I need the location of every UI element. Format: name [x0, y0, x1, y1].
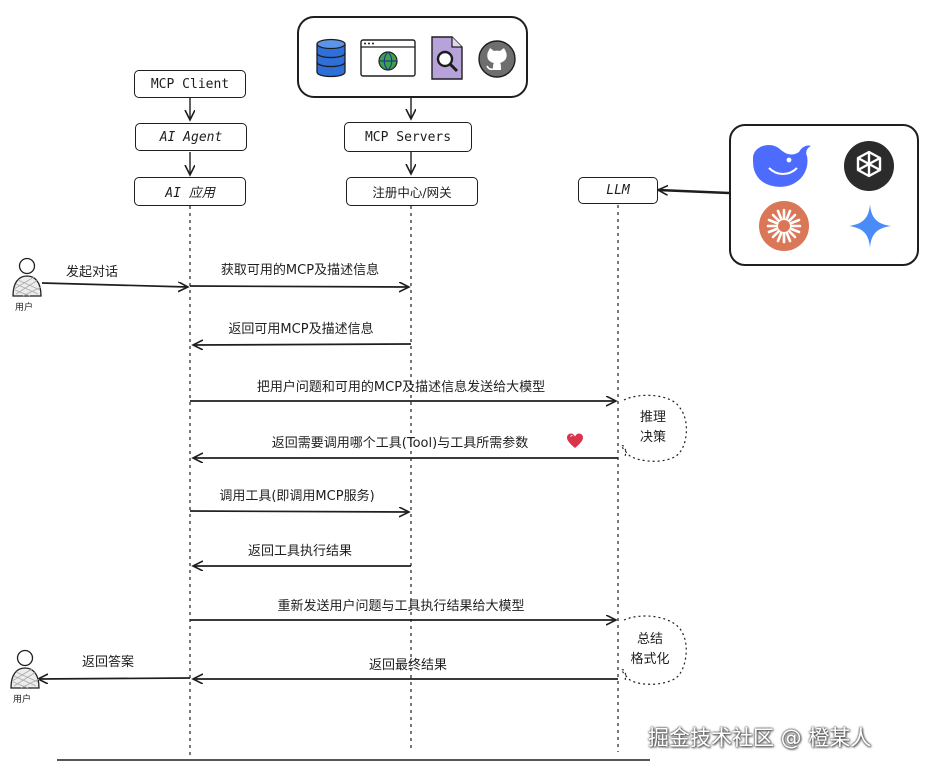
user-bottom-label: 用户: [12, 695, 31, 705]
user-top-icon: [12, 257, 42, 297]
reasoning-cloud: [621, 394, 687, 462]
registry-label: 注册中心/网关: [372, 185, 452, 200]
llm-providers-panel: [729, 124, 919, 266]
summary-cloud-text: 总结 格式化: [626, 630, 674, 670]
send-llm-label: 把用户问题和可用的MCP及描述信息发送给大模型: [256, 380, 546, 395]
heart-emoji-icon: [567, 433, 583, 448]
user-top-label: 用户: [14, 303, 33, 313]
summary-line-2: 格式化: [630, 652, 670, 667]
database-icon: [316, 38, 346, 78]
answer-arrow: [38, 678, 191, 679]
gemini-icon: [849, 204, 891, 248]
reasoning-line-1: 推理: [639, 410, 666, 425]
return-mcp-arrow: [193, 344, 412, 345]
file-search-icon: [431, 36, 463, 80]
openai-icon: [844, 141, 894, 191]
call-tool-label: 调用工具(即调用MCP服务): [219, 489, 375, 504]
registry-box: 注册中心/网关: [346, 177, 478, 206]
github-icon: [478, 40, 516, 78]
start-chat-label: 发起对话: [66, 265, 119, 280]
deepseek-whale-icon: [753, 144, 811, 187]
get-mcp-label: 获取可用的MCP及描述信息: [220, 263, 380, 278]
start-chat-arrow: [41, 283, 188, 287]
get-mcp-arrow: [189, 286, 409, 287]
summary-line-1: 总结: [636, 632, 663, 647]
watermark: 掘金技术社区 @ 橙某人: [648, 726, 872, 750]
reasoning-line-2: 决策: [639, 430, 666, 445]
ai-agent-label: AI Agent: [159, 129, 223, 145]
tools-panel: [297, 16, 528, 98]
ai-app-label: AI 应用: [165, 186, 215, 201]
ai-app-box: AI 应用: [134, 177, 246, 206]
models-to-llm-arrow: [658, 190, 730, 193]
return-tool-label: 返回需要调用哪个工具(Tool)与工具所需参数: [271, 436, 529, 451]
llm-box: LLM: [578, 177, 658, 204]
browser-globe-icon: [360, 39, 416, 77]
ai-agent-box: AI Agent: [135, 123, 247, 151]
mcp-servers-label: MCP Servers: [364, 129, 452, 145]
reasoning-cloud-text: 推理 决策: [629, 408, 677, 448]
resend-llm-label: 重新发送用户问题与工具执行结果给大模型: [277, 599, 525, 614]
mcp-client-box: MCP Client: [134, 70, 246, 98]
final-result-label: 返回最终结果: [368, 658, 448, 673]
claude-icon: [759, 201, 809, 251]
call-tool-arrow: [189, 511, 409, 512]
llm-label: LLM: [606, 183, 630, 198]
mcp-client-label: MCP Client: [150, 76, 230, 92]
user-bottom-icon: [10, 649, 40, 689]
return-mcp-label: 返回可用MCP及描述信息: [228, 322, 374, 337]
return-result-label: 返回工具执行结果: [247, 544, 353, 559]
answer-label: 返回答案: [82, 655, 135, 670]
summary-cloud: [621, 615, 687, 685]
mcp-servers-box: MCP Servers: [344, 122, 472, 152]
